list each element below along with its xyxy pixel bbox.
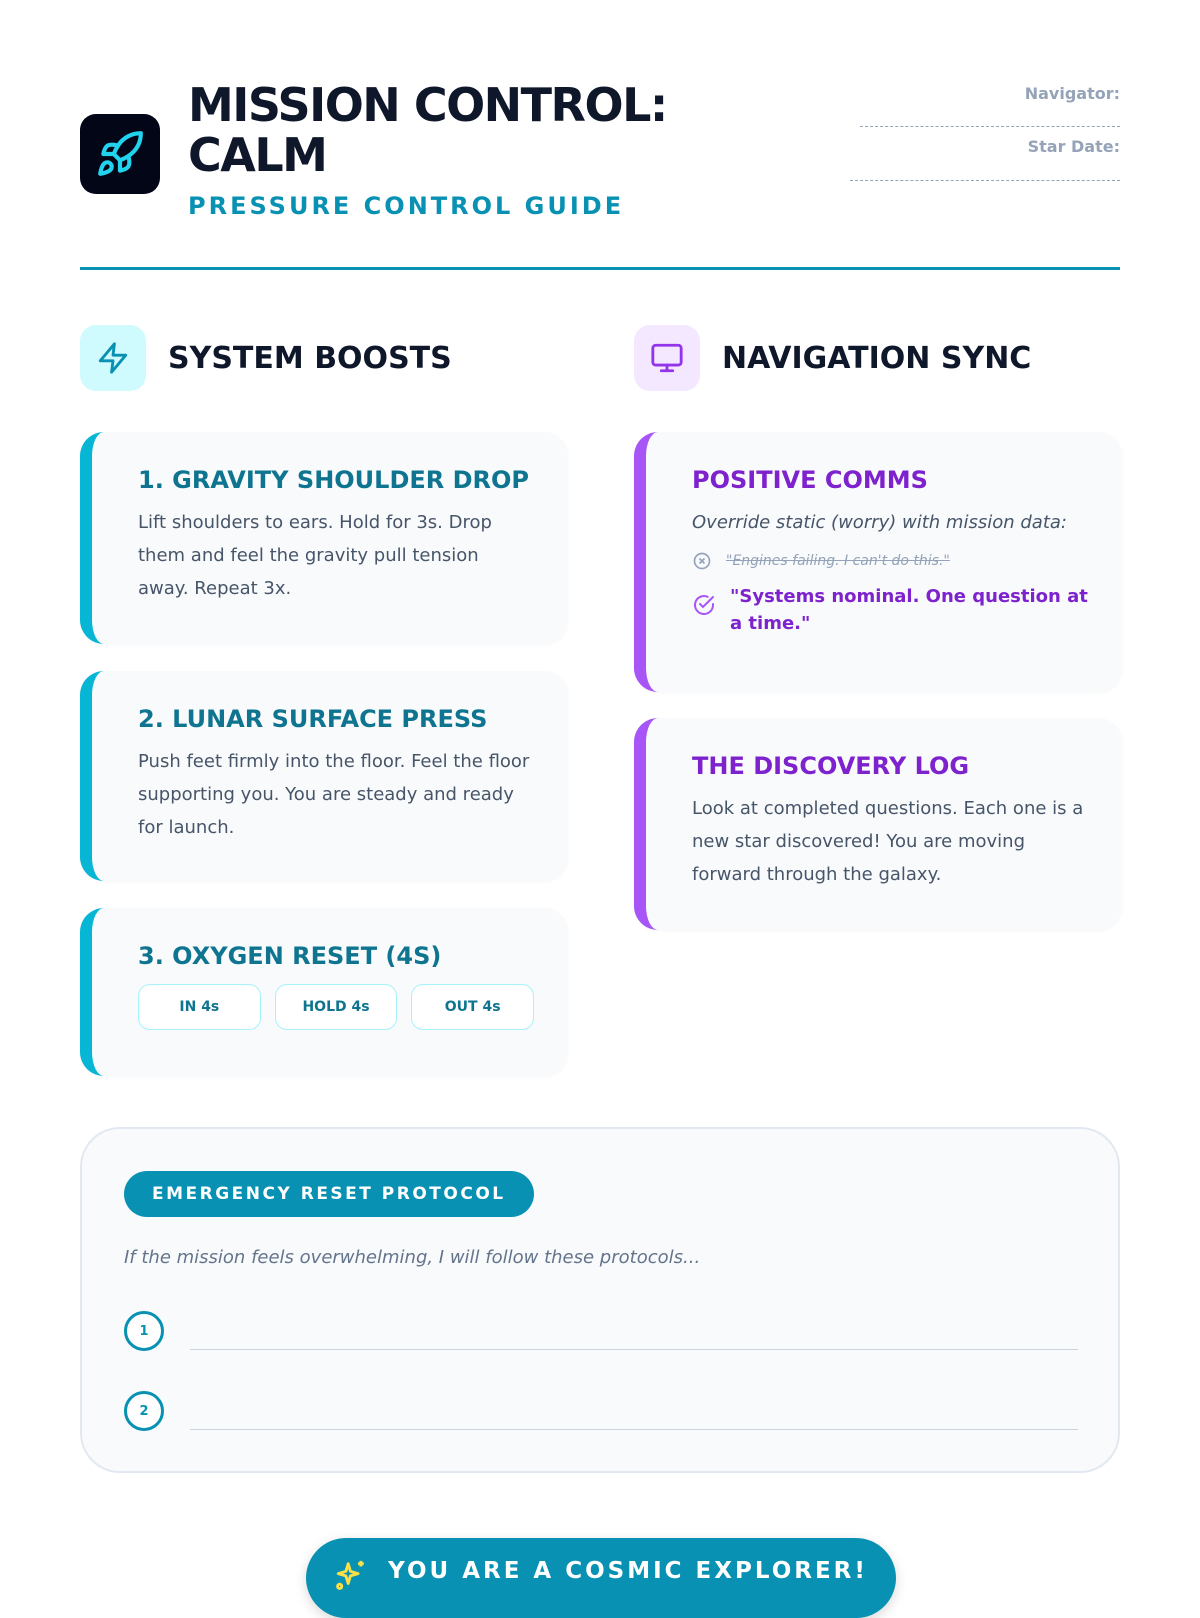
footer-banner: YOU ARE A COSMIC EXPLORER! <box>306 1538 896 1618</box>
system-boosts-heading: SYSTEM BOOSTS <box>80 325 452 391</box>
step-number-1: 1 <box>124 1311 164 1351</box>
step-number-2: 2 <box>124 1391 164 1431</box>
sparkle-icon <box>336 1560 364 1590</box>
card-intro: Override static (worry) with mission dat… <box>692 512 1067 533</box>
step-1-input-line[interactable] <box>190 1349 1078 1350</box>
navigation-sync-heading: NAVIGATION SYNC <box>634 325 1031 391</box>
card-title: 1. GRAVITY SHOULDER DROP <box>138 466 530 494</box>
boost-card-2: 2. LUNAR SURFACE PRESS Push feet firmly … <box>80 671 568 881</box>
navigator-field[interactable] <box>860 126 1120 127</box>
card-title: THE DISCOVERY LOG <box>692 752 970 780</box>
emergency-protocol-box: EMERGENCY RESET PROTOCOL If the mission … <box>80 1127 1120 1473</box>
card-title: 2. LUNAR SURFACE PRESS <box>138 705 488 733</box>
rocket-logo <box>80 114 160 194</box>
section-title: SYSTEM BOOSTS <box>168 340 452 376</box>
card-text: Lift shoulders to ears. Hold for 3s. Dro… <box>138 512 492 599</box>
boost-card-1: 1. GRAVITY SHOULDER DROP Lift shoulders … <box>80 432 568 644</box>
page-subtitle: PRESSURE CONTROL GUIDE <box>188 192 625 220</box>
title-line-1: MISSION CONTROL: <box>188 78 668 132</box>
breath-in-pill: IN 4s <box>138 984 261 1030</box>
x-circle-icon <box>693 552 711 570</box>
navigator-label: Navigator: <box>1024 84 1120 103</box>
page-title: MISSION CONTROL:CALM <box>188 78 668 182</box>
footer-text: YOU ARE A COSMIC EXPLORER! <box>388 1558 868 1584</box>
card-text: Look at completed questions. Each one is… <box>692 798 1084 885</box>
emergency-prompt: If the mission feels overwhelming, I wil… <box>124 1247 701 1268</box>
title-line-2: CALM <box>188 128 328 182</box>
negative-thought: "Engines failing. I can't do this." <box>726 553 950 569</box>
stardate-label: Star Date: <box>1027 137 1120 156</box>
emergency-badge: EMERGENCY RESET PROTOCOL <box>124 1171 534 1217</box>
positive-thought: "Systems nominal. One question at a time… <box>730 586 1088 634</box>
breath-hold-pill: HOLD 4s <box>274 984 398 1030</box>
breath-out-pill: OUT 4s <box>411 984 535 1030</box>
header-divider <box>80 267 1120 270</box>
card-title: POSITIVE COMMS <box>692 466 928 494</box>
step-2-input-line[interactable] <box>190 1429 1078 1430</box>
positive-comms-card: POSITIVE COMMS Override static (worry) w… <box>634 432 1122 692</box>
card-title: 3. OXYGEN RESET (4S) <box>138 942 442 970</box>
section-title: NAVIGATION SYNC <box>722 340 1032 376</box>
card-text: Push feet firmly into the floor. Feel th… <box>138 751 530 838</box>
lightning-icon <box>80 325 146 391</box>
stardate-field[interactable] <box>850 180 1120 181</box>
discovery-log-card: THE DISCOVERY LOG Look at completed ques… <box>634 718 1122 930</box>
rocket-icon <box>98 131 143 176</box>
check-circle-icon <box>694 595 714 615</box>
boost-card-3: 3. OXYGEN RESET (4S) IN 4s HOLD 4s OUT 4… <box>80 908 568 1076</box>
monitor-icon <box>634 325 700 391</box>
